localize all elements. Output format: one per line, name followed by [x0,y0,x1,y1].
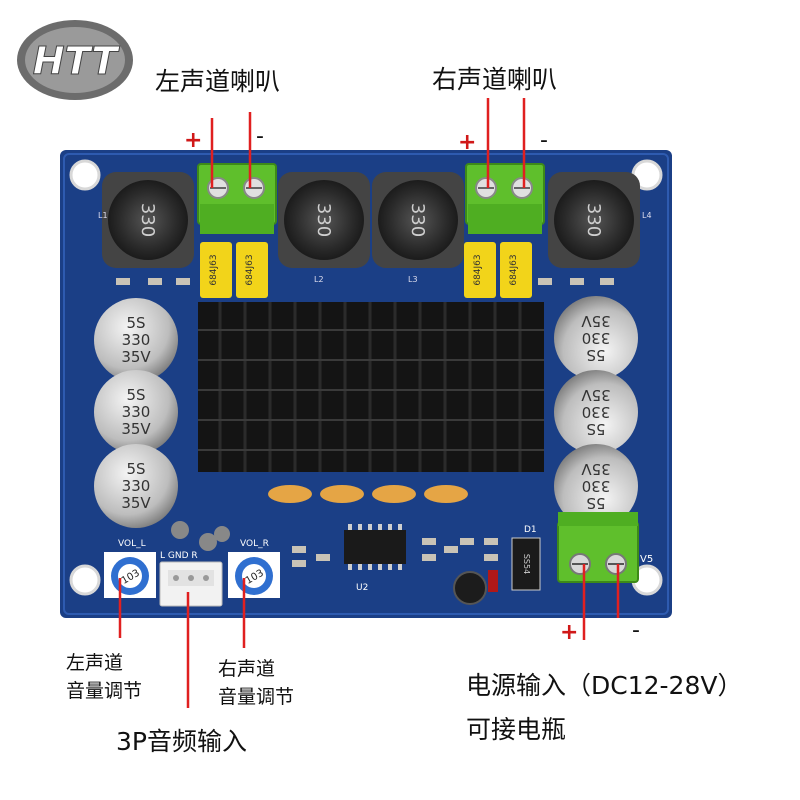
battery-label: 可接电瓶 [466,715,567,744]
right-volume-label-line2: 音量调节 [218,686,295,708]
right-speaker-label: 右声道喇叭 [432,65,558,94]
electrolytic-capacitor: 5S 330 35V [554,444,638,528]
electrolytic-capacitor: 5S 330 35V [94,298,178,382]
film-capacitor: 684J63 [236,242,268,298]
electrolytic-capacitor: 5S 330 35V [554,370,638,454]
svg-text:330: 330 [407,203,428,237]
audio-input-connector: L GND R [159,551,223,607]
svg-text:D1: D1 [524,525,537,535]
film-capacitor: 684J63 [200,242,232,298]
inductor: 330 L2 [278,172,370,284]
left-speaker-minus: - [256,124,264,149]
svg-text:330: 330 [582,329,611,347]
small-capacitor [214,526,230,542]
left-speaker-plus: + [184,128,203,153]
svg-text:VOL_L: VOL_L [118,539,146,549]
svg-text:35V: 35V [121,348,151,366]
svg-text:35V: 35V [121,494,151,512]
heatsink [198,302,544,472]
svg-text:L2: L2 [314,275,324,284]
electrolytic-capacitor: 5S 330 35V [94,444,178,528]
smd-components [116,278,614,285]
inductor: 330 L3 [372,172,464,284]
svg-text:684J63: 684J63 [509,254,519,285]
svg-text:330: 330 [122,477,151,495]
svg-text:VOL_R: VOL_R [240,539,269,549]
svg-text:5S: 5S [126,314,145,332]
svg-text:5S: 5S [586,494,605,512]
inductor: 330 L1 [98,172,194,268]
svg-text:5S: 5S [586,346,605,364]
film-capacitor: 684J63 [500,242,532,298]
mounting-hole [69,159,101,191]
svg-text:684J63: 684J63 [245,254,255,285]
svg-text:35V: 35V [581,386,611,404]
power-plus: + [560,620,579,645]
svg-text:330: 330 [122,403,151,421]
inductor: 330 L4 [548,172,652,268]
right-volume-label-line1: 右声道 [218,658,276,680]
right-speaker-plus: + [458,130,477,155]
svg-text:684J63: 684J63 [209,254,219,285]
svg-text:35V: 35V [581,312,611,330]
amplifier-chip: U2 [344,524,406,593]
svg-text:V5: V5 [640,554,653,565]
svg-text:SS54: SS54 [522,554,531,574]
logo-text: HTT [33,39,121,83]
smd-components [292,538,498,567]
amplifier-board: 330 L1 330 L2 330 L3 330 L4 [60,150,672,618]
right-speaker-minus: - [540,128,548,153]
svg-text:L3: L3 [408,275,418,284]
power-minus: - [632,618,640,643]
svg-text:35V: 35V [121,420,151,438]
svg-text:5S: 5S [586,420,605,438]
svg-text:330: 330 [582,403,611,421]
diode: D1 SS54 [511,525,541,591]
left-speaker-label: 左声道喇叭 [155,67,281,96]
svg-text:330: 330 [313,203,334,237]
svg-text:330: 330 [582,477,611,495]
thermal-pads [268,485,468,503]
svg-text:L4: L4 [642,211,652,220]
left-volume-label-line2: 音量调节 [66,680,143,702]
small-capacitor [171,521,189,539]
svg-text:L1: L1 [98,211,108,220]
power-input-label: 电源输入（DC12-28V） [466,671,743,700]
left-volume-label-line1: 左声道 [66,652,124,674]
left-speaker-terminal [197,163,277,234]
small-capacitor [453,571,487,605]
svg-text:684J63: 684J63 [473,254,483,285]
brand-logo: HTT [10,10,140,110]
svg-text:330: 330 [122,331,151,349]
svg-text:330: 330 [583,203,604,237]
svg-text:35V: 35V [581,460,611,478]
small-capacitor [199,533,217,551]
film-capacitor: 684J63 [464,242,496,298]
svg-text:5S: 5S [126,460,145,478]
svg-text:L GND R: L GND R [160,551,198,561]
svg-text:330: 330 [137,203,158,237]
svg-text:5S: 5S [126,386,145,404]
audio-input-label: 3P音频输入 [116,727,247,756]
electrolytic-capacitor: 5S 330 35V [94,370,178,454]
mounting-hole [69,564,101,596]
electrolytic-capacitor: 5S 330 35V [554,296,638,380]
svg-text:U2: U2 [356,583,368,593]
